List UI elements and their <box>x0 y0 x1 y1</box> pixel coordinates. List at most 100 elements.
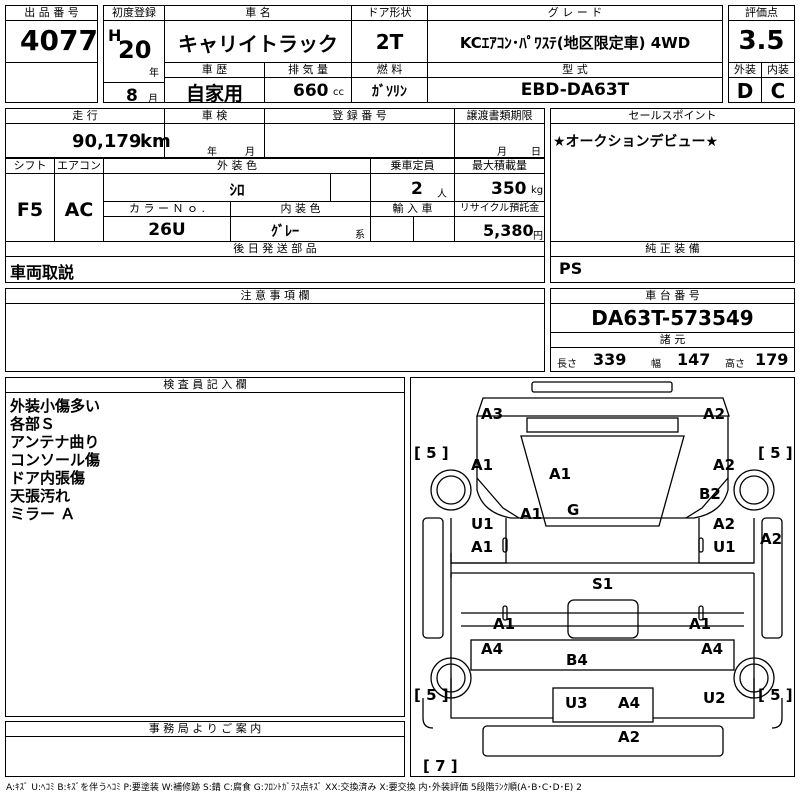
damage-mark: A1 <box>520 505 542 523</box>
interior-color-cell: 内 装 色 ｸﾞﾚｰ 系 <box>230 201 371 242</box>
office-cell: 事 務 局 よ り ご 案 内 <box>5 721 405 777</box>
equipment: PS <box>559 259 583 278</box>
inspector-line: コンソール傷 <box>10 451 101 469</box>
history: 自家用 <box>185 83 243 105</box>
sales-point: ★オークションデビュー★ <box>553 134 719 150</box>
grade: KCｴｱｺﾝ･ﾊﾟﾜｽﾃ(地区限定車) 4WD <box>459 34 691 52</box>
legend: A:ｷｽﾞ U:ﾍｺﾐ B:ｷｽﾞを伴うﾍｺﾐ P:要塗装 W:補修跡 S:錆 … <box>6 783 582 793</box>
width-label: 幅 <box>651 359 661 370</box>
first-registration-cell: 初度登録 H 20 年 8 月 <box>103 5 165 106</box>
equipment-label: 純 正 装 備 <box>551 242 794 257</box>
inspector-line: 天張汚れ <box>10 487 71 505</box>
tire-tread: [ 5 ] <box>414 686 449 704</box>
vehicle-outline-svg: A3 A2 A1 A1 A2 B2 U1 A1 G A2 U1 A1 A2 S1… <box>414 381 793 775</box>
door-label: ドア形状 <box>352 6 427 21</box>
door-cell: ドア形状 2T <box>351 5 428 63</box>
displacement-cell: 排 気 量 660 cc <box>264 62 352 103</box>
history-cell: 車 歴 自家用 <box>164 62 265 105</box>
damage-mark: A2 <box>760 530 782 548</box>
grade-cell: グ レ ー ド KCｴｱｺﾝ･ﾊﾟﾜｽﾃ(地区限定車) 4WD <box>427 5 723 63</box>
import-label: 輸 入 車 <box>371 202 454 217</box>
height: 179 <box>755 350 789 369</box>
lot-number-cell: 出 品 番 号 4077 <box>5 5 98 63</box>
sales-point-cell: セールスポイント ★オークションデビュー★ <box>550 108 795 242</box>
inspector-line: ドア内張傷 <box>10 469 86 487</box>
damage-mark: A1 <box>471 538 493 556</box>
inspection-cell: 車 検 年 月 <box>164 108 265 158</box>
shift-label: シフト <box>6 159 54 174</box>
door-type: 2T <box>375 30 404 54</box>
equipment-cell: 純 正 装 備 PS <box>550 241 795 283</box>
interior-color-unit: 系 <box>355 230 365 241</box>
office-label: 事 務 局 よ り ご 案 内 <box>6 722 404 737</box>
damage-mark: A2 <box>703 405 725 423</box>
length: 339 <box>593 350 627 369</box>
damage-mark: A3 <box>481 405 503 423</box>
year-unit: 年 <box>149 68 159 79</box>
inspector-line: 外装小傷多い <box>10 397 101 415</box>
score-label: 評価点 <box>729 6 794 21</box>
damage-mark: B2 <box>699 485 721 503</box>
mileage-cell: 走 行 90,179 km <box>5 108 171 158</box>
interior-color: ｸﾞﾚｰ <box>271 224 299 240</box>
transfer-deadline-label: 譲渡書類期限 <box>455 109 544 124</box>
first-registration-label: 初度登録 <box>104 6 164 21</box>
damage-mark: A1 <box>471 456 493 474</box>
displacement-label: 排 気 量 <box>265 63 351 78</box>
damage-mark: B4 <box>566 651 588 669</box>
registration-year: 20 <box>118 36 152 64</box>
later-parts-cell: 後 日 発 送 部 品 車両取説 <box>5 241 545 283</box>
chassis-number: DA63T-573549 <box>591 306 754 330</box>
damage-mark: A2 <box>713 515 735 533</box>
lot-number: 4077 <box>20 24 98 57</box>
aircon: AC <box>64 199 94 221</box>
exterior-label: 外装 <box>729 63 761 78</box>
inspector-line: アンテナ曲り <box>10 433 100 451</box>
month-unit: 月 <box>148 94 158 105</box>
capacity-label: 乗車定員 <box>371 159 454 174</box>
damage-mark: G <box>567 501 579 519</box>
capacity-unit: 人 <box>437 189 447 200</box>
vehicle-diagram: A3 A2 A1 A1 A2 B2 U1 A1 G A2 U1 A1 A2 S1… <box>410 377 795 777</box>
interior-label: 内装 <box>762 63 794 78</box>
max-load: 350 <box>491 179 527 199</box>
model-label: 型 式 <box>428 63 722 78</box>
lot-blank-cell <box>5 62 98 103</box>
aircon-label: エアコン <box>55 159 103 174</box>
inspector-line: ミラー Ａ <box>10 505 76 523</box>
transfer-month-unit: 月 <box>497 147 507 158</box>
max-load-unit: kg <box>531 185 544 196</box>
chassis-label: 車 台 番 号 <box>551 289 794 304</box>
color-number-label: カ ラ ー Ｎ ｏ . <box>104 202 230 217</box>
transfer-deadline-cell: 譲渡書類期限 月 日 <box>454 108 545 158</box>
interior-grade-cell: 内装 C <box>761 62 795 103</box>
damage-mark: A2 <box>713 456 735 474</box>
tire-tread: [ 5 ] <box>414 444 449 462</box>
damage-mark: A1 <box>549 465 571 483</box>
exterior-color: ｼﾛ <box>229 181 245 199</box>
interior-color-label: 内 装 色 <box>231 202 370 217</box>
notes-cell: 注 意 事 項 欄 <box>5 288 545 372</box>
color-number-cell: カ ラ ー Ｎ ｏ . 26U <box>103 201 231 242</box>
model-code: EBD-DA63T <box>520 80 630 100</box>
mileage: 90,179 <box>72 131 142 152</box>
displacement: 660 <box>293 81 329 101</box>
inspector-label: 検 査 員 記 入 欄 <box>6 378 404 393</box>
car-name-cell: 車 名 キャリイトラック <box>164 5 352 63</box>
spec-label: 諸 元 <box>659 333 686 346</box>
car-name: キャリイトラック <box>178 32 338 56</box>
model-cell: 型 式 EBD-DA63T <box>427 62 723 103</box>
fuel-cell: 燃 料 ｶﾞｿﾘﾝ <box>351 62 428 103</box>
inspector-line: 各部Ｓ <box>10 415 56 433</box>
max-load-label: 最大積載量 <box>455 159 544 174</box>
damage-mark: U1 <box>471 515 494 533</box>
import-cell: 輸 入 車 <box>370 201 455 242</box>
inspection-label: 車 検 <box>165 109 264 124</box>
exterior-grade-cell: 外装 D <box>728 62 762 103</box>
damage-mark: S1 <box>592 575 613 593</box>
length-label: 長さ <box>557 359 577 370</box>
capacity: 2 <box>411 179 423 199</box>
exterior-grade: D <box>736 79 754 103</box>
sales-point-label: セールスポイント <box>551 109 794 124</box>
inspector-cell: 検 査 員 記 入 欄 外装小傷多い 各部Ｓ アンテナ曲り コンソール傷 ドア内… <box>5 377 405 717</box>
